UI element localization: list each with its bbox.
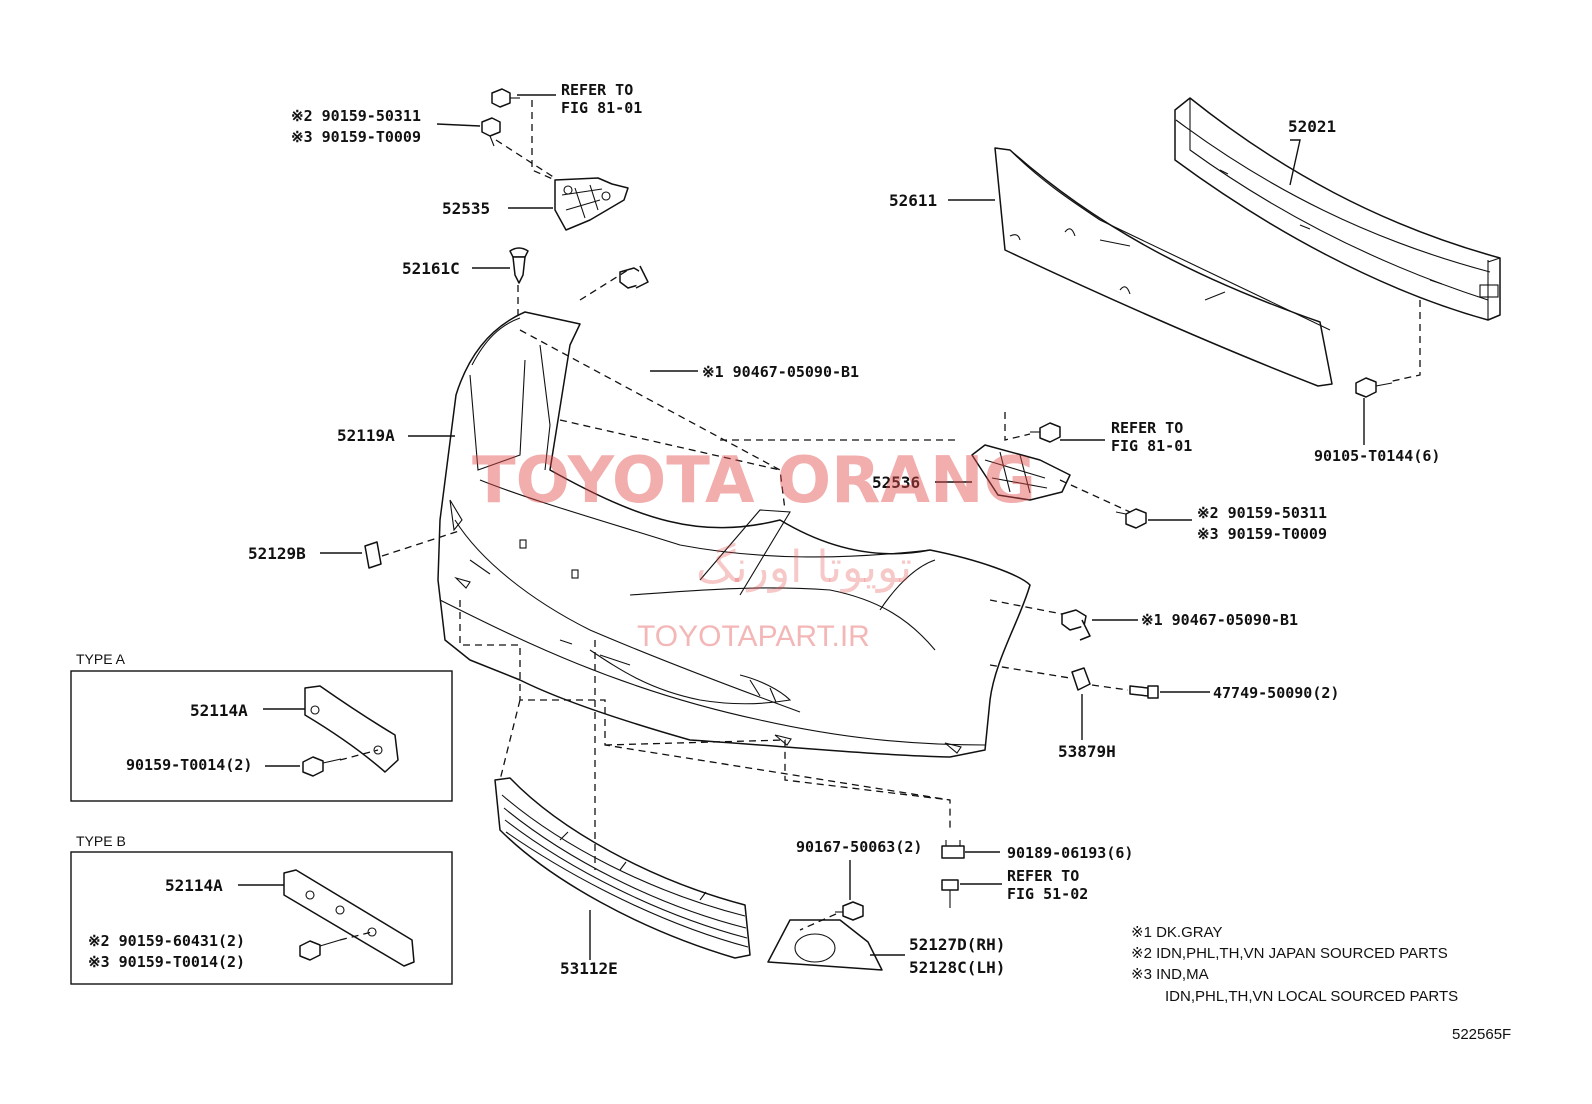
screw-refer-51-02 [941, 879, 959, 908]
clip-right-90467 [1061, 609, 1091, 641]
bolt-top-2-label: ※2 90159-50311 [291, 107, 421, 125]
screw-90167-label: 90167-50063(2) [796, 838, 922, 856]
clip-top-label: ※1 90467-05090-B1 [702, 363, 859, 381]
screw-90167 [835, 901, 864, 921]
diagram-id: 522565F [1452, 1026, 1511, 1043]
bolt-mid-3-label: ※3 90159-T0009 [1197, 525, 1327, 543]
bolt-mid-2-label: ※2 90159-50311 [1197, 504, 1327, 522]
absorber-52611 [994, 147, 1333, 387]
clip-right-label: ※1 90467-05090-B1 [1141, 611, 1298, 629]
cap-52129B [364, 541, 382, 569]
fog-cover-lh-label: 52128C(LH) [909, 958, 1005, 977]
bolt-type-b [299, 939, 341, 961]
screw-47749-label: 47749-50090(2) [1213, 684, 1339, 702]
bolt-top-3-label: ※3 90159-T0009 [291, 128, 421, 146]
type-a-bolt-label: 90159-T0014(2) [126, 756, 252, 774]
fog-cover-rh-label: 52127D(RH) [909, 935, 1005, 954]
refer1-a: REFER TO [561, 81, 633, 99]
part-52535-label: 52535 [442, 199, 490, 218]
retainer-53879H [1071, 667, 1091, 691]
bolt-90105-label: 90105-T0144(6) [1314, 447, 1440, 465]
top-bolt-refer [491, 88, 520, 108]
top-bolt-2 [481, 117, 501, 147]
watermark-site: TOYOTAPART.IR [637, 620, 870, 653]
reinforcement-52021 [1174, 97, 1501, 321]
refer2-b: FIG 81-01 [1111, 437, 1192, 455]
part-52021-label: 52021 [1288, 117, 1336, 136]
grille-53112E [494, 777, 751, 959]
note-3: ※3 IND,MA [1131, 966, 1209, 983]
type-b-box [70, 851, 453, 985]
watermark-persian: تویوتا اورنگ [696, 542, 912, 593]
type-a-part-label: 52114A [190, 701, 248, 720]
note-1: ※1 DK.GRAY [1131, 924, 1222, 941]
part-52611-label: 52611 [889, 191, 937, 210]
refer1-b: FIG 81-01 [561, 99, 642, 117]
nut-90189-label: 90189-06193(6) [1007, 844, 1133, 862]
clip-top-90467 [619, 265, 649, 289]
bolt-mid [1115, 508, 1147, 529]
type-b-heading: TYPE B [76, 833, 126, 849]
refer3-b: FIG 51-02 [1007, 885, 1088, 903]
refer2-a: REFER TO [1111, 419, 1183, 437]
license-bracket-b [283, 869, 415, 967]
fog-cover [767, 919, 883, 971]
watermark-brand: TOYOTA ORANG [472, 444, 1036, 518]
screw-47749 [1129, 685, 1159, 699]
bolt-90105 [1355, 377, 1393, 398]
clip-52161C [509, 247, 529, 284]
type-b-part-label: 52114A [165, 876, 223, 895]
bracket-52536 [971, 444, 1071, 501]
bolt-refer-2 [1030, 422, 1061, 443]
note-2: ※2 IDN,PHL,TH,VN JAPAN SOURCED PARTS [1131, 945, 1448, 962]
type-a-box [70, 670, 453, 802]
part-53112e-label: 53112E [560, 959, 618, 978]
bumper-cover-52119A [437, 311, 1031, 758]
refer3-a: REFER TO [1007, 867, 1079, 885]
nut-90189 [941, 840, 965, 859]
bracket-52535 [554, 177, 629, 231]
part-53879h-label: 53879H [1058, 742, 1116, 761]
part-52161c-label: 52161C [402, 259, 460, 278]
type-a-heading: TYPE A [76, 651, 126, 667]
part-52129b-label: 52129B [248, 544, 306, 563]
part-52119a-label: 52119A [337, 426, 395, 445]
note-4: IDN,PHL,TH,VN LOCAL SOURCED PARTS [1165, 988, 1458, 1005]
bolt-type-a [302, 756, 342, 777]
type-b-bolt3-label: ※3 90159-T0014(2) [88, 953, 245, 971]
type-b-bolt2-label: ※2 90159-60431(2) [88, 932, 245, 950]
part-52536-label: 52536 [872, 473, 920, 492]
